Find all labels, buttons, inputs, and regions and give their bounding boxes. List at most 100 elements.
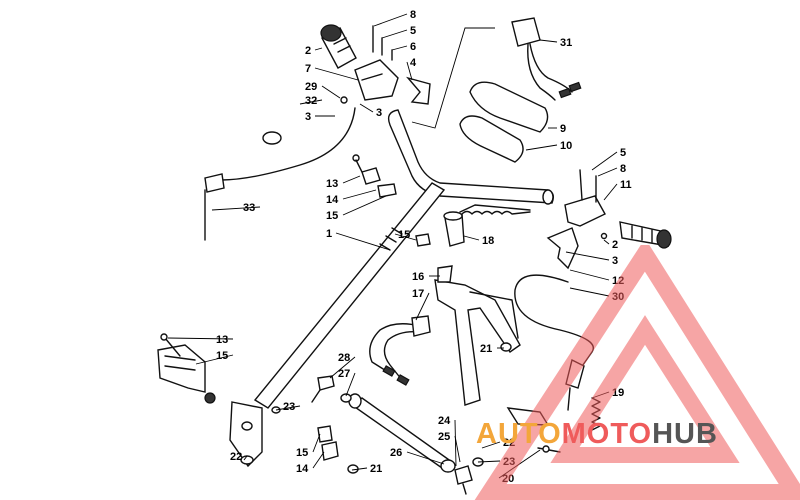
callout-number: 25 <box>438 431 450 443</box>
callout-number: 1 <box>326 228 332 240</box>
callout-number: 21 <box>370 463 382 475</box>
callout-number: 5 <box>410 25 416 37</box>
callout-leader <box>243 455 248 461</box>
callout-number: 9 <box>560 123 566 135</box>
callout-number: 2 <box>612 239 618 251</box>
callout-number: 32 <box>305 95 317 107</box>
callout-leader <box>342 175 361 184</box>
callout-leader <box>591 151 618 171</box>
right-grip <box>619 221 672 249</box>
callout-leader <box>569 287 610 297</box>
callout-leader <box>351 467 368 471</box>
callout-number: 13 <box>216 334 228 346</box>
callout-leader <box>299 99 323 105</box>
callout-number: 10 <box>560 140 572 152</box>
callout-number: 12 <box>612 275 624 287</box>
callout-number: 27 <box>338 368 350 380</box>
callout-leader <box>195 354 234 365</box>
callout-leader <box>454 419 457 467</box>
callout-number: 2 <box>305 45 311 57</box>
callout-leader <box>211 206 261 211</box>
callout-number: 24 <box>438 415 451 427</box>
callout-leader <box>391 45 408 51</box>
watermark-word-auto: AUTO <box>476 418 562 450</box>
callout-leader <box>321 85 341 99</box>
callout-number: 15 <box>326 210 338 222</box>
callout-number: 4 <box>410 57 417 69</box>
callout-leader <box>345 372 356 397</box>
callout-number: 19 <box>612 387 624 399</box>
callout-number: 15 <box>216 350 228 362</box>
callout-number: 14 <box>326 194 339 206</box>
callout-leader <box>312 433 321 453</box>
callout-number: 15 <box>296 447 308 459</box>
callout-leader <box>335 232 391 251</box>
callout-leader <box>312 451 325 469</box>
callout-number: 22 <box>230 451 242 463</box>
callout-number: 23 <box>503 456 515 468</box>
callout-number: 7 <box>305 63 311 75</box>
lower-plate <box>229 401 263 468</box>
steering-post <box>253 182 446 409</box>
pad-lower <box>459 115 524 163</box>
callout-leader <box>342 189 377 200</box>
callout-leader <box>569 269 610 281</box>
throttle-lever <box>546 227 579 270</box>
callout-leader <box>359 103 374 113</box>
callout-leader <box>539 39 558 43</box>
callout-number: 21 <box>480 343 492 355</box>
callout-number: 5 <box>620 147 626 159</box>
callout-number: 15 <box>398 229 410 241</box>
callout-number: 18 <box>482 235 494 247</box>
callout-leader <box>314 67 359 81</box>
callout-number: 23 <box>283 401 295 413</box>
left-grip <box>320 24 357 69</box>
callout-number: 13 <box>326 178 338 190</box>
callout-leader <box>454 435 461 463</box>
callout-number: 8 <box>620 163 626 175</box>
callout-number: 29 <box>305 81 317 93</box>
callout-leader <box>275 405 301 411</box>
throttle-cable <box>514 274 594 373</box>
callout-number: 11 <box>620 179 632 191</box>
callout-leader <box>603 183 618 201</box>
callout-number: 33 <box>243 202 255 214</box>
callout-leader <box>603 239 610 245</box>
callout-number: 30 <box>612 291 624 303</box>
watermark-word-moto: MOTO <box>561 418 653 450</box>
callout-number: 28 <box>338 352 350 364</box>
pad-upper <box>469 81 549 133</box>
callout-number: 3 <box>305 111 311 123</box>
callout-leader <box>329 356 356 379</box>
callout-leader <box>597 167 618 177</box>
callout-leader <box>394 233 417 241</box>
callout-number: 31 <box>560 37 572 49</box>
harness <box>369 323 421 373</box>
watermark-word-hub: HUB <box>652 418 718 450</box>
callout-number: 20 <box>502 473 514 485</box>
callout-number: 8 <box>410 9 416 21</box>
callout-leader <box>406 61 413 81</box>
callout-leader <box>406 451 445 465</box>
callout-number: 14 <box>296 463 309 475</box>
callout-leader <box>381 29 408 39</box>
callout-leader <box>525 144 558 151</box>
callout-number: 17 <box>412 288 424 300</box>
callout-leader <box>591 391 610 399</box>
callout-leader <box>373 13 408 27</box>
switch-housing <box>511 17 582 101</box>
callout-number: 6 <box>410 41 416 53</box>
choke-cable <box>221 107 356 181</box>
right-control <box>564 195 606 227</box>
callout-leader <box>314 47 323 51</box>
left-control <box>354 59 399 101</box>
callout-number: 3 <box>612 255 618 267</box>
callout-leader <box>415 292 430 321</box>
callout-number: 3 <box>376 107 382 119</box>
watermark-text: AUTOMOTOHUB <box>476 418 718 451</box>
callout-leader <box>342 195 387 216</box>
callout-number: 16 <box>412 271 424 283</box>
callout-leader <box>463 235 480 241</box>
callout-number: 26 <box>390 447 402 459</box>
callout-leader <box>167 337 234 340</box>
